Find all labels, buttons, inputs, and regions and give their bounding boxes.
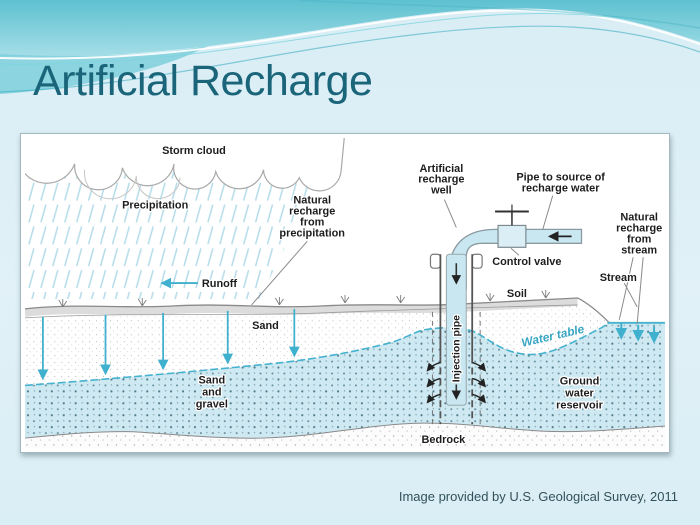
svg-text:and: and: [202, 386, 221, 398]
svg-text:recharge water: recharge water: [522, 183, 600, 195]
label-natural-recharge-precipitation: Natural recharge from precipitation: [278, 193, 346, 240]
svg-text:from: from: [300, 216, 325, 228]
control-valve: [495, 204, 529, 248]
svg-text:Natural: Natural: [620, 211, 658, 223]
svg-text:Ground: Ground: [560, 375, 599, 387]
groundwater-zone: [25, 322, 665, 439]
label-injection-pipe: Injection pipe: [451, 315, 462, 382]
stream-recharge-arrows: [615, 322, 661, 344]
svg-text:Artificial: Artificial: [420, 163, 464, 175]
wave-teal-line-2: [0, 12, 700, 65]
label-storm-cloud: Storm cloud: [162, 145, 226, 157]
label-sand: Sand: [252, 320, 279, 332]
label-artificial-recharge-well: Artificial recharge well: [417, 161, 466, 197]
grass-tufts: [58, 290, 551, 308]
wave-teal-line-3: [299, 0, 700, 29]
svg-text:Sand: Sand: [198, 374, 225, 386]
label-pipe-to-source: Pipe to source of recharge water: [515, 170, 607, 196]
wave-white-line: [0, 9, 700, 60]
wave-top-band: [0, 0, 700, 57]
water-table-line: [25, 322, 610, 387]
label-sand-and-gravel: Sand and gravel: [194, 373, 229, 411]
label-precipitation: Precipitation: [122, 200, 188, 212]
label-control-valve: Control valve: [492, 256, 561, 268]
cloud-shape: [25, 138, 345, 192]
svg-text:precipitation: precipitation: [279, 227, 345, 239]
label-stream: Stream: [600, 272, 637, 284]
label-bedrock: Bedrock: [422, 434, 467, 446]
svg-text:recharge: recharge: [289, 206, 335, 218]
soil-bottom-line: [25, 304, 578, 319]
image-credit-caption: Image provided by U.S. Geological Survey…: [398, 489, 678, 504]
svg-text:stream: stream: [621, 244, 657, 256]
svg-text:from: from: [627, 233, 652, 245]
svg-text:gravel: gravel: [196, 398, 228, 410]
diagram-frame: Storm cloud Precipitation Natural rechar…: [20, 133, 670, 453]
recharge-diagram: Storm cloud Precipitation Natural rechar…: [25, 138, 665, 448]
slide-title: Artificial Recharge: [33, 57, 373, 105]
injection-pipe-column: [445, 253, 467, 406]
svg-text:recharge: recharge: [418, 174, 464, 186]
cloud-inner-line: [83, 169, 181, 200]
land-surface-line: [25, 297, 610, 324]
svg-text:Pipe to source of: Pipe to source of: [516, 172, 605, 184]
leader-lines: [251, 195, 644, 324]
infiltration-arrows: [37, 308, 300, 381]
svg-text:Natural: Natural: [293, 195, 331, 207]
label-ground-water-reservoir: Ground water reservoir: [555, 374, 605, 412]
header-wave-banner: [0, 0, 700, 94]
svg-text:recharge: recharge: [616, 222, 662, 234]
svg-text:reservoir: reservoir: [556, 399, 604, 411]
bedrock-top-line: [25, 422, 665, 439]
svg-text:water: water: [564, 387, 594, 399]
soil-band: [25, 297, 578, 317]
injection-well: [429, 253, 483, 425]
label-runoff: Runoff: [202, 278, 238, 290]
bedrock-layer: [25, 423, 665, 448]
wave-teal-line-1: [0, 25, 700, 93]
well-outflow-arrows: [426, 361, 487, 404]
label-soil: Soil: [507, 288, 527, 300]
label-natural-recharge-stream: Natural recharge from stream: [615, 210, 664, 257]
svg-text:well: well: [430, 185, 452, 197]
rain-area: [27, 165, 326, 299]
